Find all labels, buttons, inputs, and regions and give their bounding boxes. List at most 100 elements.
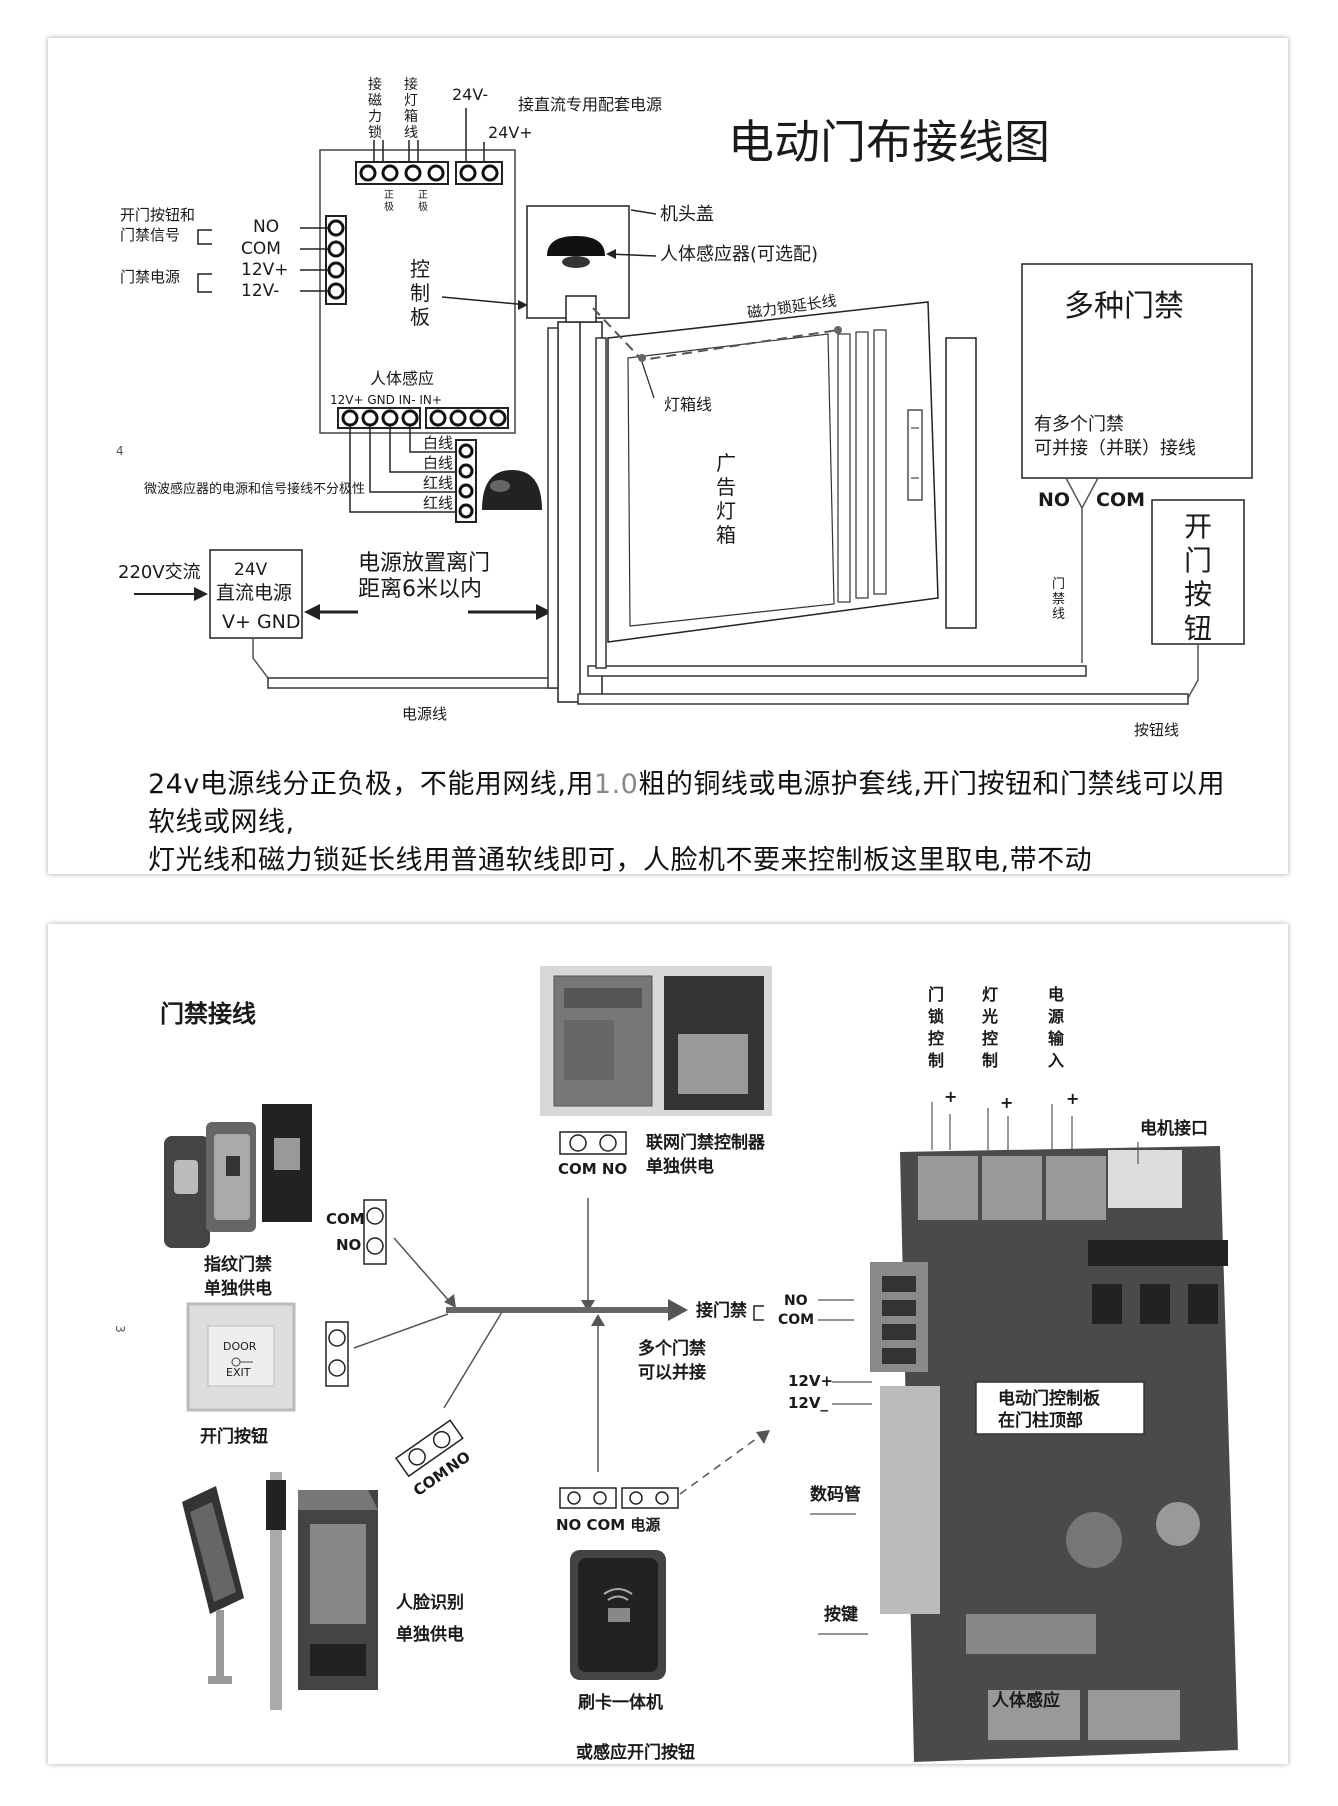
access-control-canvas: 门禁接线 COM NO 联网门禁控制器 单独供电 指纹门禁 单独供电 COM N…	[160, 966, 1238, 1763]
svg-text:电: 电	[1048, 985, 1064, 1004]
svg-text:COM: COM	[326, 1210, 365, 1228]
psu-line1: 24V	[234, 560, 268, 580]
gate-side-post	[945, 337, 977, 629]
face-terminals-icon	[182, 1472, 378, 1710]
diagram-title: 电动门布接线图	[728, 115, 1050, 169]
svg-text:告: 告	[716, 475, 736, 499]
svg-text:锁: 锁	[368, 125, 382, 141]
left-terminal-labels: NO COM 12V+ 12V-	[241, 217, 289, 301]
svg-text:EXIT: EXIT	[226, 1366, 251, 1379]
body-sense-label: 人体感应	[992, 1690, 1060, 1711]
keys-label: 按键	[824, 1604, 858, 1625]
wiring-diagram-panel: 电动门布接线图 控 制 板 接 磁 力 锁 接 灯 箱 线 正 极 正 极 24…	[48, 38, 1288, 876]
gate-slats	[837, 329, 887, 603]
svg-text:开: 开	[1184, 510, 1212, 543]
board-label: 控 制 板	[410, 257, 430, 329]
svg-text:COM NO: COM NO	[558, 1160, 627, 1178]
svg-text:力: 力	[368, 109, 382, 125]
bottom-terminal-block	[337, 407, 509, 429]
bus-com: COM	[778, 1312, 814, 1328]
multi-access-title: 多种门禁	[1064, 289, 1184, 324]
distance-line1: 电源放置离门	[358, 551, 490, 576]
svg-text:+: +	[944, 1087, 957, 1106]
svg-text:DOOR: DOOR	[223, 1340, 257, 1353]
access-title: 门禁接线	[160, 1000, 256, 1028]
svg-text:NO COM 电源: NO COM 电源	[556, 1516, 660, 1534]
svg-text:制: 制	[410, 281, 430, 305]
controller-label-1: 联网门禁控制器	[646, 1132, 766, 1153]
svg-text:红线: 红线	[423, 474, 453, 492]
svg-text:入: 入	[1048, 1051, 1064, 1070]
svg-text:+: +	[1000, 1093, 1013, 1112]
board-label-box	[975, 1381, 1145, 1435]
fingerprint-terms: COM NO	[326, 1199, 387, 1265]
digit-label: 数码管	[810, 1484, 861, 1505]
svg-text:+: +	[1066, 1089, 1079, 1108]
polarity-labels: 正 极 正 极	[384, 190, 428, 213]
board-12v-neg: 12V_	[788, 1394, 828, 1412]
motor-label: 电机接口	[1140, 1118, 1208, 1139]
sensor-terminal	[455, 439, 477, 523]
sensor-pins: 12V+ GND IN- IN+	[330, 393, 442, 407]
board-label-2: 在门柱顶部	[998, 1410, 1083, 1431]
left-terminal-block	[325, 215, 347, 305]
distance-line2: 距离6米以内	[358, 577, 482, 602]
svg-text:白线: 白线	[423, 454, 453, 472]
card-label-2: 或感应开门按钮	[576, 1742, 695, 1763]
svg-text:输: 输	[1048, 1029, 1065, 1048]
page-marker-4: 4	[116, 444, 124, 458]
controller-terms: COM NO	[558, 1131, 627, 1178]
svg-text:NO: NO	[336, 1236, 361, 1254]
parallel-label-1: 多个门禁	[638, 1338, 706, 1359]
control-board	[319, 149, 516, 434]
svg-text:NO: NO	[253, 217, 279, 237]
parallel-label-2: 可以并接	[638, 1362, 706, 1383]
sensor-title: 人体感应	[370, 369, 434, 388]
svg-text:灯: 灯	[716, 499, 736, 523]
svg-text:灯: 灯	[404, 93, 418, 109]
svg-text:广: 广	[716, 451, 736, 475]
lightbox-label: 接 灯 箱 线	[404, 76, 418, 141]
magnetic-lock	[907, 409, 923, 501]
access-power-label: 门禁电源	[120, 268, 180, 286]
multi-no-label: NO	[1038, 489, 1070, 511]
board-label-1: 电动门控制板	[998, 1388, 1101, 1409]
page-marker-3: 3	[112, 1325, 127, 1333]
head-cover-label: 机头盖	[660, 204, 714, 225]
psu-line2: 直流电源	[216, 582, 292, 604]
face-terms: COM NO	[395, 1419, 474, 1500]
sensor-note: 微波感应器的电源和信号接线不分极性	[144, 481, 365, 497]
sensor-wire-labels: 白线 白线 红线 红线	[423, 434, 453, 512]
note-line-1: 24v电源线分正负极，不能用网线,用1.0粗的铜线或电源护套线,开门按钮和门禁线…	[148, 769, 1225, 838]
exit-button-terms	[325, 1321, 349, 1387]
svg-text:门: 门	[928, 985, 944, 1004]
svg-text:箱: 箱	[404, 109, 418, 125]
power-line-label: 电源线	[402, 705, 447, 723]
lock-label: 接 磁 力 锁	[368, 76, 382, 141]
svg-text:锁: 锁	[928, 1007, 944, 1026]
open-button-label: 开 门 按 钮	[1184, 510, 1212, 645]
fingerprint-label-1: 指纹门禁	[204, 1254, 272, 1275]
board-12v-pos: 12V+	[788, 1372, 833, 1390]
exit-button-icon: DOOR EXIT	[186, 1302, 296, 1412]
svg-text:线: 线	[1052, 607, 1065, 622]
light-control-label: 灯 光 控 制	[981, 985, 998, 1070]
body-sensor-icon	[547, 236, 605, 256]
v24-neg-label: 24V-	[452, 85, 488, 104]
button-signal-label-1: 开门按钮和	[120, 206, 195, 224]
svg-text:控: 控	[982, 1029, 998, 1048]
body-sensor-label: 人体感应器(可选配)	[660, 244, 818, 265]
power-input-label: 电 源 输 入	[1048, 985, 1065, 1070]
svg-text:箱: 箱	[716, 523, 736, 547]
button-cable	[577, 693, 1189, 705]
door-wire-label: 门 禁 线	[1052, 577, 1065, 622]
svg-text:线: 线	[404, 125, 418, 141]
svg-text:按: 按	[1184, 578, 1212, 611]
svg-text:红线: 红线	[423, 494, 453, 512]
svg-text:控: 控	[410, 257, 430, 281]
svg-text:门: 门	[1184, 544, 1212, 577]
door-controller-board-photo	[870, 1146, 1238, 1762]
svg-text:极: 极	[418, 200, 428, 213]
svg-text:门: 门	[1052, 577, 1065, 592]
lock-control-label: 门 锁 控 制	[928, 985, 944, 1070]
